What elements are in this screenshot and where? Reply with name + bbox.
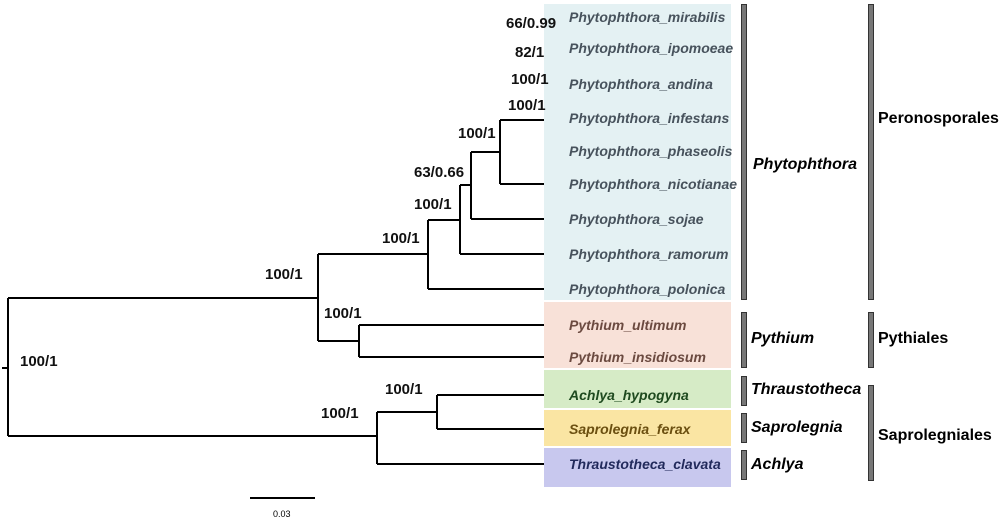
genus-label-achlya: Achlya xyxy=(751,456,804,473)
genus-bar-achlya xyxy=(741,450,747,480)
support-value: 100/1 xyxy=(511,71,549,88)
order-label-peronosporales: Peronosporales xyxy=(878,110,999,127)
taxon-label: Achlya_hypogyna xyxy=(569,387,689,403)
clade-box xyxy=(544,302,731,368)
support-value: 100/1 xyxy=(321,405,359,422)
clade-box xyxy=(544,410,731,446)
taxon-label: Phytophthora_phaseolis xyxy=(569,143,733,159)
order-bar-pythiales xyxy=(868,312,874,368)
support-value: 100/1 xyxy=(324,305,362,322)
taxon-label: Phytophthora_ramorum xyxy=(569,246,729,262)
order-bar-peronosporales xyxy=(868,4,874,300)
taxon-label: Phytophthora_mirabilis xyxy=(569,9,726,25)
order-bar-saprolegniales xyxy=(868,385,874,481)
support-value: 100/1 xyxy=(458,125,496,142)
taxon-label: Phytophthora_infestans xyxy=(569,110,730,126)
taxon-label: Thraustotheca_clavata xyxy=(569,456,721,472)
genus-label-phytophthora: Phytophthora xyxy=(753,156,857,173)
taxon-label: Phytophthora_polonica xyxy=(569,281,726,297)
clade-box xyxy=(544,4,731,300)
genus-bar-thraustotheca xyxy=(741,376,747,406)
order-label-pythiales: Pythiales xyxy=(878,330,949,347)
support-value: 66/0.99 xyxy=(506,15,557,32)
support-value: 100/1 xyxy=(265,266,303,283)
genus-label-saprolegnia: Saprolegnia xyxy=(751,419,843,436)
taxon-label: Phytophthora_sojae xyxy=(569,211,704,227)
taxon-label: Saprolegnia_ferax xyxy=(569,421,691,437)
support-value: 100/1 xyxy=(508,97,546,114)
genus-bar-saprolegnia xyxy=(741,413,747,443)
clade-box xyxy=(544,448,731,487)
taxon-label: Phytophthora_andina xyxy=(569,76,713,92)
taxon-label: Phytophthora_nicotianae xyxy=(569,176,738,192)
genus-bar-phytophthora xyxy=(741,4,747,300)
taxon-label: Pythium_ultimum xyxy=(569,317,687,333)
genus-label-thraustotheca: Thraustotheca xyxy=(751,381,862,398)
order-label-saprolegniales: Saprolegniales xyxy=(878,427,992,444)
genus-label-pythium: Pythium xyxy=(751,330,815,347)
support-value: 100/1 xyxy=(382,230,420,247)
clade-box xyxy=(544,370,731,408)
support-value: 100/1 xyxy=(414,196,452,213)
support-value: 100/1 xyxy=(20,353,58,370)
support-value: 100/1 xyxy=(385,381,423,398)
support-value: 63/0.66 xyxy=(414,164,465,181)
support-value: 82/1 xyxy=(515,44,545,61)
genus-bar-pythium xyxy=(741,312,747,368)
taxon-label: Pythium_insidiosum xyxy=(569,349,706,365)
taxon-label: Phytophthora_ipomoeae xyxy=(569,40,734,56)
scale-bar-label: 0.03 xyxy=(273,509,291,519)
